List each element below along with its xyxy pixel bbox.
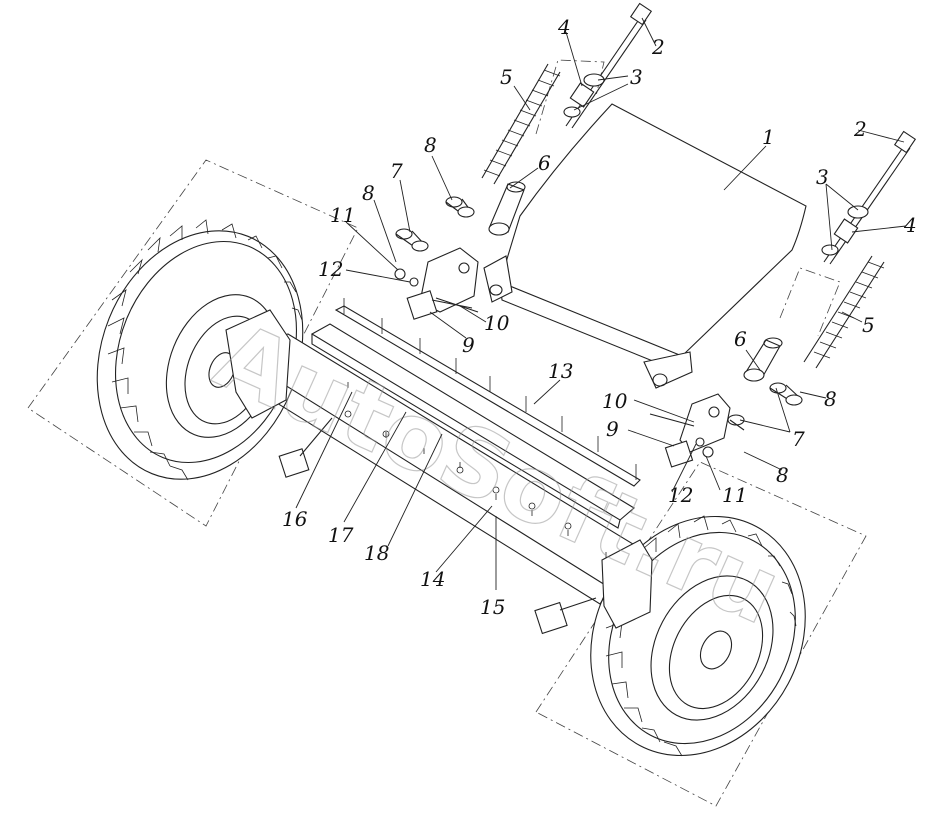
washer-12-left: [409, 277, 419, 287]
callout-7-left: 7: [390, 159, 403, 183]
axle-beam: [225, 309, 653, 635]
callout-5-left: 5: [500, 65, 513, 89]
callout-9-left: 9: [462, 333, 475, 357]
nut-11-right: [702, 446, 714, 458]
nut-11-left: [394, 268, 406, 280]
callout-6-left: 6: [538, 151, 551, 175]
callout-2-right: 2: [853, 117, 867, 141]
callout-5-right: 5: [862, 313, 875, 337]
callout-6-right: 6: [734, 327, 747, 351]
callout-8-left: 8: [362, 181, 375, 205]
plate-fasteners: [343, 298, 637, 558]
callout-8-right-upper: 8: [824, 387, 837, 411]
right-bracket: [664, 393, 731, 468]
pin-left: [395, 228, 429, 252]
spring-left: [481, 63, 561, 185]
leader-lines: [295, 17, 907, 590]
left-wheel-boundary: [27, 159, 359, 527]
callout-9-right: 9: [606, 417, 619, 441]
callout-1: 1: [762, 125, 775, 149]
callout-15: 15: [480, 595, 505, 619]
pin-right: [727, 382, 803, 431]
callout-16: 16: [282, 507, 308, 531]
callout-12-left: 12: [318, 257, 343, 281]
right-wheel-boundary: [535, 461, 867, 807]
left-bracket: [406, 247, 479, 320]
callout-13: 13: [548, 359, 573, 383]
bolt-right: [821, 130, 917, 265]
callout-3-right: 3: [816, 165, 829, 189]
right-spring-boundary: [779, 267, 841, 337]
callout-17: 17: [328, 523, 354, 547]
callout-12-right: 12: [668, 483, 693, 507]
callout-18: 18: [364, 541, 389, 565]
callout-8-upper: 8: [424, 133, 437, 157]
front-mounting-plate: [310, 305, 641, 529]
callout-3-top: 3: [630, 65, 643, 89]
callouts: 1 2 2 3 3 4 4 5 5 6 6 7 7 8 8 8 8 9 9 10…: [282, 15, 917, 619]
callout-11-right: 11: [722, 483, 747, 507]
bushing-right: [743, 337, 783, 382]
callout-7-right: 7: [792, 427, 805, 451]
callout-10-left: 10: [484, 311, 510, 335]
spring-right: [803, 255, 885, 369]
callout-4-right: 4: [903, 213, 917, 237]
callout-14: 14: [420, 567, 445, 591]
shield-plate: [483, 103, 807, 389]
callout-2-top: 2: [651, 35, 665, 59]
callout-10-right: 10: [602, 389, 628, 413]
bushing-left: [488, 181, 526, 236]
callout-11-left: 11: [330, 203, 355, 227]
callout-4-top: 4: [557, 15, 571, 39]
callout-8-right-lower: 8: [776, 463, 789, 487]
washer-12-right: [695, 437, 705, 447]
bolt-10-right: [649, 413, 695, 427]
pin-upper-left: [445, 196, 475, 218]
bolt-top: [563, 2, 653, 129]
bolt-10-left: [435, 297, 479, 313]
